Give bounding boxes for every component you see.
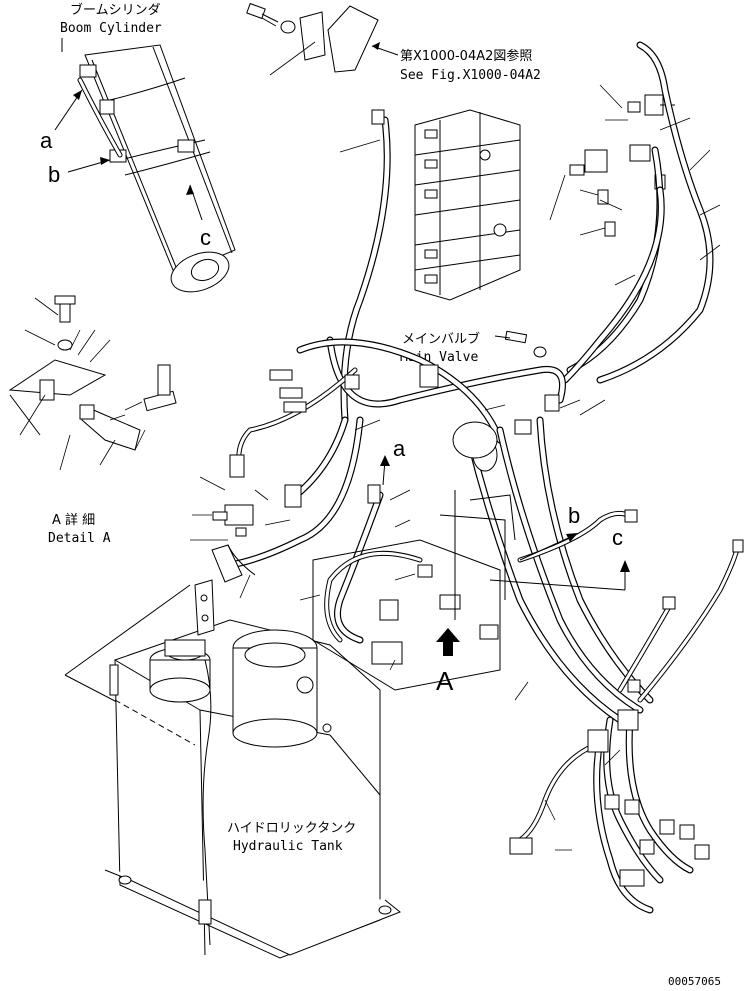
callout-leaders: [299, 117, 721, 851]
main-valve-label-jp: メインバルブ: [402, 331, 480, 347]
hose-fittings: [229, 109, 744, 887]
boom-cylinder-label-jp: ブームシリンダ: [70, 2, 161, 18]
hydraulic-tank-label-jp: ハイドロリックタンク: [227, 821, 356, 836]
mid-reference-arrows: a b c A: [380, 436, 630, 696]
see-fig-label-en: See Fig.X1000-04A2: [400, 68, 541, 83]
detail-a-upper: A 詳 細 Detail A: [8, 295, 177, 546]
detail-a-label-en: Detail A: [48, 531, 111, 546]
ref-label-c-mid: c: [612, 525, 623, 550]
hoses: [226, 41, 741, 914]
hydraulic-tank: ハイドロリックタンク Hydraulic Tank: [64, 579, 401, 959]
ref-label-b-upper: b: [48, 162, 60, 187]
drawing-number: 00057065: [668, 975, 721, 988]
view-a-label: A: [436, 666, 454, 696]
hydraulic-tank-label-en: Hydraulic Tank: [233, 839, 343, 854]
detail-a-fittings: [190, 476, 291, 599]
ref-label-c-upper: c: [200, 225, 211, 250]
see-fig-label-jp: 第X1000-04A2図参照: [400, 48, 532, 64]
boom-cylinder: ブームシリンダ Boom Cylinder a b c: [40, 2, 236, 293]
boom-cylinder-label-en: Boom Cylinder: [60, 21, 162, 36]
ref-label-a-mid: a: [393, 436, 406, 461]
ref-label-b-mid: b: [568, 503, 580, 528]
main-valve: メインバルブ Main Valve: [400, 109, 547, 365]
center-frame: [312, 490, 516, 691]
detail-a-label-jp: A 詳 細: [52, 512, 95, 528]
bracket-assembly: 第X1000-04A2図参照 See Fig.X1000-04A2: [246, 2, 541, 83]
ref-label-a-upper: a: [40, 128, 53, 153]
